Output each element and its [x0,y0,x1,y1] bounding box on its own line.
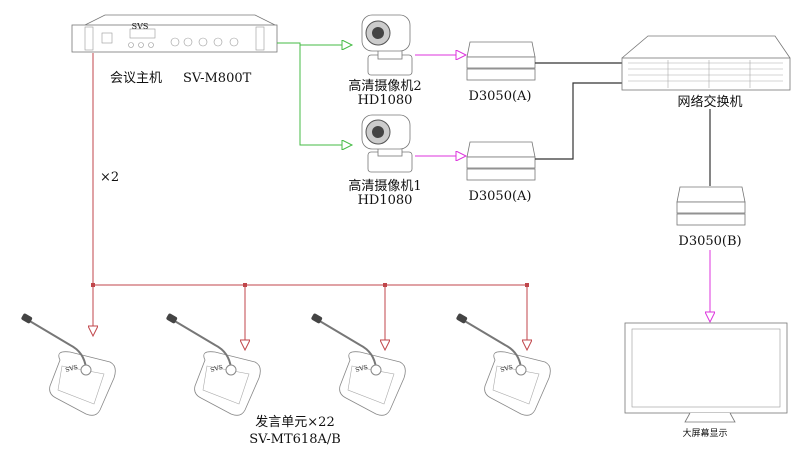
speaker-unit: SVS [456,313,551,416]
svg-text:SVS: SVS [210,364,224,374]
decoder-b [676,186,746,226]
encoder-a-2-label: D3050(A) [468,189,531,204]
bus-junctions [91,283,529,287]
knobs [128,37,239,48]
host-brand-logo: SVS [132,22,149,31]
units-model: SV-MT618A/B [249,432,341,447]
decoder-b-label: D3050(B) [678,234,741,249]
svg-text:SVS: SVS [65,364,79,374]
network-links [535,62,711,186]
audio-bus [93,53,527,350]
display-label: 大屏幕显示 [682,427,727,439]
encoder-a-2 [466,141,536,181]
svg-text:SVS: SVS [355,364,369,374]
camera-1-label: 高清摄像机1 [348,178,421,194]
encoder-a-1-label: D3050(A) [468,89,531,104]
large-display [624,322,788,423]
conference-host: SVS [71,14,278,53]
video-links [277,43,352,145]
camera-2 [361,14,413,76]
network-switch [621,35,791,91]
camera-1-model: HD1080 [358,193,413,208]
host-model: SV-M800T [183,71,252,86]
speaker-unit: SVS [311,313,406,416]
host-multiplier: ×2 [100,170,119,185]
hdmi-links [415,55,710,322]
speaker-unit: SVS [166,313,261,416]
svg-text:SVS: SVS [500,364,514,374]
host-label: 会议主机 [110,71,162,86]
encoder-a-1 [466,41,536,81]
camera-1 [361,114,413,173]
units-label: 发言单元×22 [255,414,334,430]
switch-label: 网络交换机 [677,94,742,110]
camera-2-label: 高清摄像机2 [348,78,421,94]
camera-2-model: HD1080 [358,93,413,108]
speaker-unit: SVS [21,313,116,416]
